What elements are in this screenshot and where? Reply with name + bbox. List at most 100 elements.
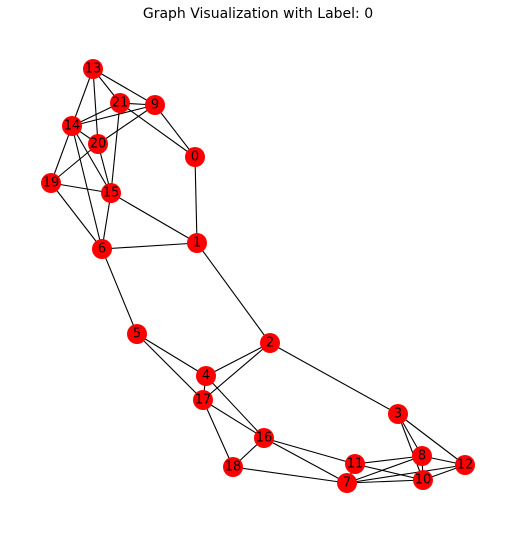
node-14: 14 — [62, 116, 82, 136]
node-label-11: 11 — [347, 457, 364, 472]
node-17: 17 — [193, 390, 213, 410]
graph-title: Graph Visualization with Label: 0 — [142, 6, 374, 22]
edge-13-9 — [92, 68, 156, 106]
node-10: 10 — [413, 470, 433, 490]
node-circle-16 — [254, 428, 274, 448]
node-label-14: 14 — [64, 119, 81, 134]
node-label-10: 10 — [415, 473, 432, 488]
node-label-18: 18 — [225, 460, 242, 475]
edge-7-10 — [346, 479, 424, 484]
edge-14-15 — [71, 125, 112, 194]
edge-21-0 — [119, 102, 196, 158]
node-circle-20 — [88, 134, 108, 154]
node-circle-21 — [110, 93, 130, 113]
edge-9-0 — [154, 104, 196, 158]
node-circle-4 — [196, 366, 216, 386]
node-circle-3 — [388, 404, 408, 424]
edges-layer — [50, 68, 466, 484]
node-8: 8 — [412, 446, 432, 466]
edge-16-7 — [263, 437, 348, 484]
node-circle-14 — [62, 116, 82, 136]
node-label-19: 19 — [43, 176, 60, 191]
node-15: 15 — [101, 183, 121, 203]
edge-0-1 — [194, 156, 198, 244]
node-3: 3 — [388, 404, 408, 424]
node-6: 6 — [92, 239, 112, 259]
edge-9-14 — [71, 104, 156, 127]
node-circle-13 — [83, 59, 103, 79]
edge-4-16 — [205, 375, 265, 439]
node-label-4: 4 — [202, 369, 210, 384]
node-label-21: 21 — [112, 96, 129, 111]
edge-3-10 — [397, 413, 424, 481]
node-13: 13 — [83, 59, 103, 79]
edge-20-19 — [50, 143, 99, 184]
node-circle-6 — [92, 239, 112, 259]
edge-5-17 — [136, 333, 204, 401]
edge-11-8 — [354, 455, 423, 465]
node-circle-1 — [187, 233, 207, 253]
node-9: 9 — [145, 95, 165, 115]
node-circle-19 — [41, 173, 61, 193]
node-circle-5 — [127, 324, 147, 344]
node-label-1: 1 — [193, 236, 201, 251]
node-18: 18 — [223, 457, 243, 477]
edge-5-4 — [136, 333, 207, 377]
edge-19-15 — [50, 182, 112, 194]
node-2: 2 — [260, 333, 280, 353]
node-circle-0 — [185, 147, 205, 167]
edge-13-20 — [92, 68, 99, 145]
edge-9-20 — [97, 104, 156, 145]
node-circle-12 — [455, 455, 475, 475]
edge-16-11 — [263, 437, 356, 465]
edge-17-18 — [202, 399, 234, 468]
node-0: 0 — [185, 147, 205, 167]
node-12: 12 — [455, 455, 475, 475]
node-circle-15 — [101, 183, 121, 203]
node-label-2: 2 — [266, 336, 274, 351]
node-label-12: 12 — [457, 458, 474, 473]
edge-2-17 — [202, 342, 271, 401]
edge-14-6 — [71, 125, 103, 250]
node-label-9: 9 — [151, 98, 159, 113]
node-19: 19 — [41, 173, 61, 193]
node-circle-9 — [145, 95, 165, 115]
edge-18-7 — [232, 466, 348, 484]
edge-2-4 — [205, 342, 271, 377]
node-label-17: 17 — [195, 393, 212, 408]
node-1: 1 — [187, 233, 207, 253]
node-label-16: 16 — [256, 431, 273, 446]
node-label-13: 13 — [85, 62, 102, 77]
node-label-6: 6 — [98, 242, 106, 257]
edge-21-15 — [110, 102, 121, 194]
node-circle-2 — [260, 333, 280, 353]
node-circle-11 — [345, 454, 365, 474]
node-circle-10 — [413, 470, 433, 490]
node-circle-7 — [337, 473, 357, 493]
edge-11-10 — [354, 463, 424, 481]
node-label-15: 15 — [103, 186, 120, 201]
edge-15-1 — [110, 192, 198, 244]
edge-7-12 — [346, 464, 466, 484]
node-circle-17 — [193, 390, 213, 410]
node-20: 20 — [88, 134, 108, 154]
edge-6-5 — [101, 248, 138, 335]
edge-17-16 — [202, 399, 265, 439]
node-label-7: 7 — [343, 476, 351, 491]
node-label-8: 8 — [418, 449, 426, 464]
node-circle-18 — [223, 457, 243, 477]
node-5: 5 — [127, 324, 147, 344]
node-label-20: 20 — [90, 137, 107, 152]
node-label-0: 0 — [191, 150, 199, 165]
edge-2-3 — [269, 342, 399, 415]
node-11: 11 — [345, 454, 365, 474]
edge-7-8 — [346, 455, 423, 484]
node-label-3: 3 — [394, 407, 402, 422]
edge-13-14 — [71, 68, 94, 127]
edge-1-2 — [196, 242, 271, 344]
node-16: 16 — [254, 428, 274, 448]
node-7: 7 — [337, 473, 357, 493]
edge-19-6 — [50, 182, 103, 250]
